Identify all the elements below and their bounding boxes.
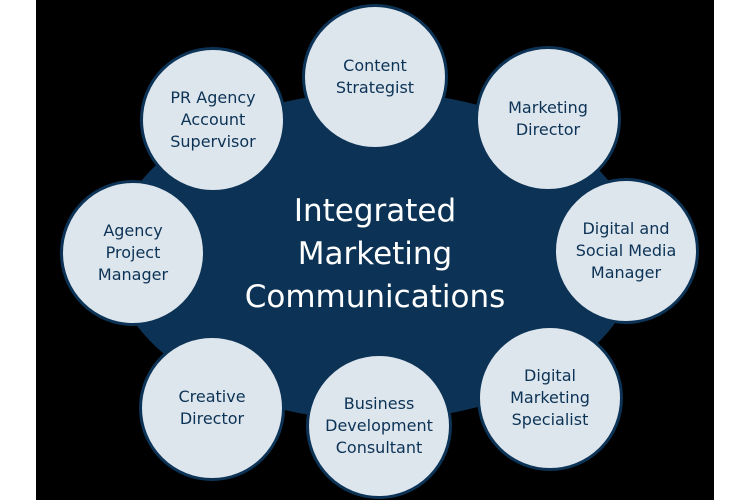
role-label-line: Supervisor bbox=[170, 132, 256, 151]
role-label-line: Manager bbox=[590, 263, 662, 282]
center-title-line: Integrated bbox=[293, 193, 457, 229]
role-label: PR Agency Account Supervisor bbox=[162, 87, 264, 153]
role-label: Marketing Director bbox=[500, 97, 596, 141]
role-label-line: Development bbox=[325, 416, 433, 435]
role-label: Agency Project Manager bbox=[90, 220, 176, 286]
role-label-line: Business bbox=[343, 394, 415, 413]
center-title: Integrated Marketing Communications bbox=[212, 190, 538, 319]
role-label-line: Director bbox=[515, 120, 581, 139]
role-label-line: Account bbox=[180, 110, 246, 129]
role-digital-marketing-specialist: Digital Marketing Specialist bbox=[477, 325, 623, 471]
role-business-development-consultant: Business Development Consultant bbox=[306, 353, 452, 499]
role-label-line: PR Agency bbox=[170, 88, 256, 107]
role-marketing-director: Marketing Director bbox=[475, 46, 621, 192]
role-pr-agency-account-supervisor: PR Agency Account Supervisor bbox=[140, 47, 286, 193]
role-digital-social-media-manager: Digital and Social Media Manager bbox=[553, 178, 699, 324]
role-label-line: Digital and bbox=[582, 219, 670, 238]
role-label-line: Creative bbox=[178, 387, 246, 406]
role-label-line: Marketing bbox=[510, 388, 590, 407]
role-label: Creative Director bbox=[170, 386, 253, 430]
center-title-line: Marketing bbox=[297, 236, 453, 272]
role-label-line: Marketing bbox=[508, 98, 588, 117]
center-title-line: Communications bbox=[244, 279, 506, 315]
role-label: Digital and Social Media Manager bbox=[568, 218, 685, 284]
role-label: Digital Marketing Specialist bbox=[502, 365, 598, 431]
role-creative-director: Creative Director bbox=[139, 335, 285, 481]
role-label-line: Strategist bbox=[335, 78, 415, 97]
role-label-line: Consultant bbox=[335, 438, 423, 457]
role-label: Content Strategist bbox=[328, 55, 422, 99]
role-label-line: Specialist bbox=[511, 410, 589, 429]
role-label-line: Manager bbox=[97, 265, 169, 284]
role-label-line: Social Media bbox=[575, 241, 677, 260]
role-label-line: Agency bbox=[103, 221, 163, 240]
role-label-line: Director bbox=[179, 409, 245, 428]
role-label: Business Development Consultant bbox=[317, 393, 441, 459]
role-label-line: Content bbox=[343, 56, 407, 75]
role-label-line: Project bbox=[105, 243, 161, 262]
role-content-strategist: Content Strategist bbox=[302, 4, 448, 150]
role-label-line: Digital bbox=[524, 366, 576, 385]
role-agency-project-manager: Agency Project Manager bbox=[60, 180, 206, 326]
